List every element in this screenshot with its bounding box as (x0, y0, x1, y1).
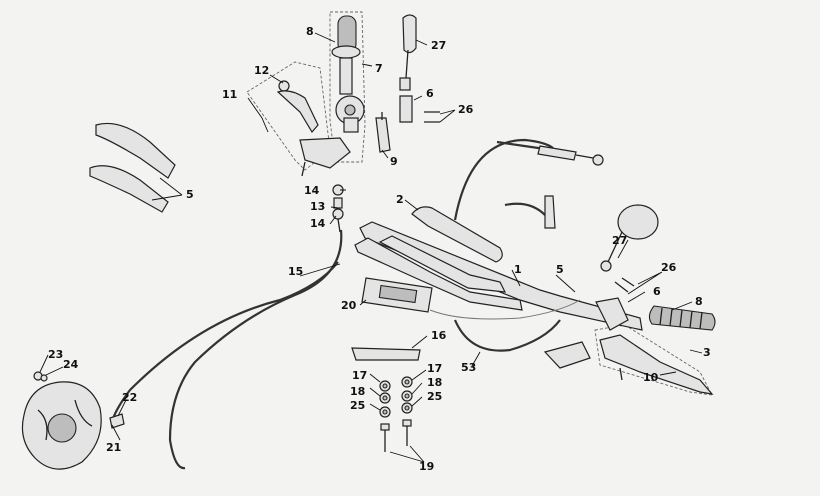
cable-loop-part (429, 299, 581, 320)
fastener-stack-right (401, 376, 413, 446)
callout-9: 9 (390, 155, 398, 168)
callout-20: 20 (341, 299, 357, 312)
callout-26-right: 26 (661, 261, 677, 274)
callout-1: 1 (514, 263, 522, 276)
callout-22: 22 (122, 391, 138, 404)
banjo-fittings-part (332, 184, 344, 233)
handlebar-pad-part (411, 206, 503, 263)
callout-53: 53 (461, 361, 477, 374)
callout-24: 24 (63, 358, 79, 371)
callout-27-top: 27 (431, 39, 447, 52)
callout-10: 10 (643, 371, 659, 384)
mirror-part-top (399, 14, 417, 91)
callout-23: 23 (48, 348, 64, 361)
callout-7: 7 (375, 62, 383, 75)
brake-lever-part (599, 334, 714, 395)
callout-19: 19 (419, 460, 435, 473)
callout-21: 21 (106, 441, 122, 454)
callout-25-right: 25 (427, 390, 443, 403)
cable-adjuster-part (537, 145, 577, 161)
leader-lines (39, 32, 703, 463)
washer-part-24 (40, 374, 48, 382)
handguard-part-left (89, 122, 176, 213)
callout-13: 13 (310, 200, 326, 213)
callout-18-left: 18 (350, 385, 366, 398)
left-lever-part (276, 80, 351, 177)
callout-18-right: 18 (427, 376, 443, 389)
bolts-part-26-top (424, 111, 440, 123)
callout-16: 16 (431, 329, 447, 342)
callout-14-lower: 14 (310, 217, 326, 230)
callout-3: 3 (703, 346, 711, 359)
display-bracket-part (351, 347, 421, 361)
throttle-grip-part (331, 15, 365, 133)
callout-5-left: 5 (186, 188, 194, 201)
assembly-box-left-lever (246, 61, 331, 171)
brake-disc-part (21, 381, 102, 470)
reservoir-part (543, 341, 591, 369)
cable-to-clamp-part (504, 202, 546, 216)
callout-17-left: 17 (352, 369, 368, 382)
display-unit-part (361, 277, 433, 313)
cable-end-part (544, 195, 556, 229)
callout-6-top: 6 (426, 87, 434, 100)
callout-26-top: 26 (458, 103, 474, 116)
callout-5-right: 5 (556, 263, 564, 276)
brake-hose-part (168, 229, 343, 470)
mount-part-6-top (399, 95, 413, 123)
callout-25-left: 25 (350, 399, 366, 412)
callout-15: 15 (288, 265, 304, 278)
fastener-stack-left (379, 380, 391, 452)
callout-17-right: 17 (427, 362, 443, 375)
perch-part-6 (595, 297, 629, 331)
callout-2: 2 (396, 193, 404, 206)
handlebar-part (354, 221, 643, 331)
callout-6-right: 6 (653, 285, 661, 298)
clamp-part-9 (375, 117, 391, 153)
callout-8-right: 8 (695, 295, 703, 308)
callout-8-throttle: 8 (306, 25, 314, 38)
callout-11: 11 (222, 88, 238, 101)
mirror-part-right (600, 204, 659, 272)
right-grip-part (648, 305, 716, 331)
assembly-box-throttle (329, 11, 366, 163)
throttle-cable-part (453, 138, 554, 221)
front-brake-line-part (110, 261, 339, 423)
cable-53-part (453, 319, 561, 352)
callout-12: 12 (254, 64, 270, 77)
callout-27-right: 27 (612, 234, 628, 247)
callout-14-upper: 14 (304, 184, 320, 197)
